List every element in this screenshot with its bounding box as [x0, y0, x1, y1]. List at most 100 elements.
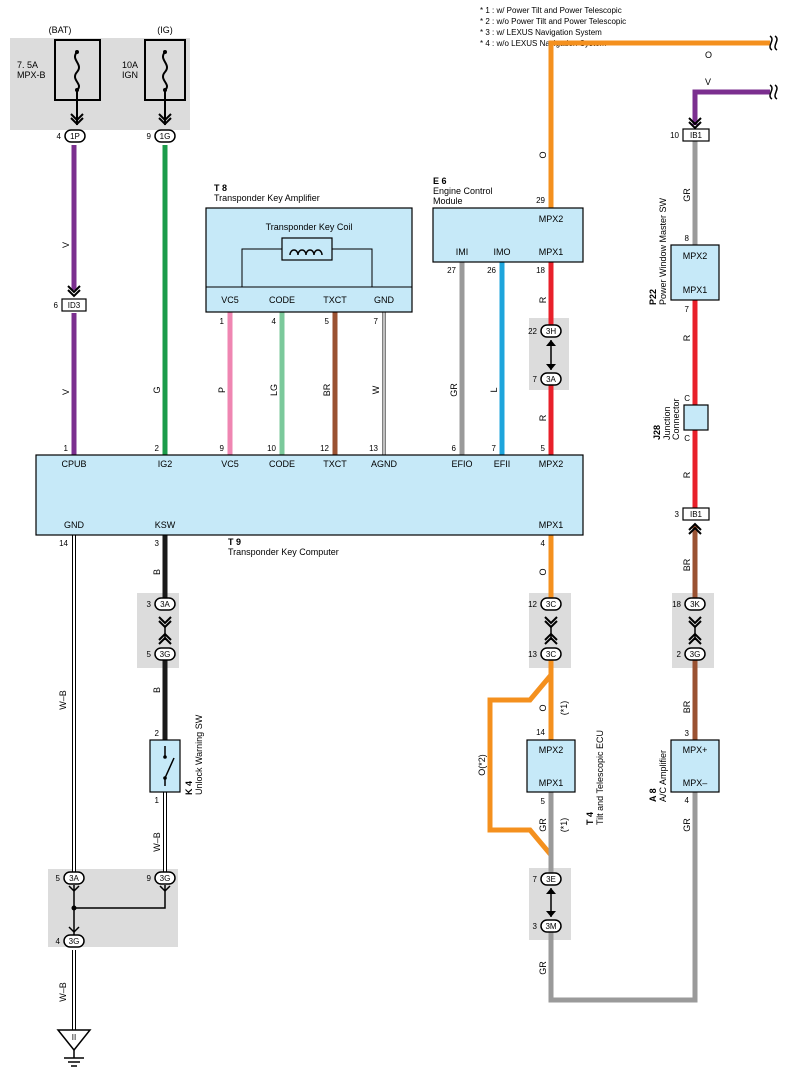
svg-text:5: 5 — [56, 874, 61, 883]
p22-mpx1: MPX1 — [683, 285, 708, 295]
svg-text:3G: 3G — [69, 937, 80, 946]
svg-text:W–B: W–B — [58, 982, 68, 1002]
e6-mpx1: MPX1 — [539, 247, 564, 257]
svg-text:4: 4 — [685, 796, 690, 805]
svg-text:1G: 1G — [160, 132, 171, 141]
svg-text:C: C — [684, 394, 690, 403]
svg-text:5: 5 — [541, 444, 546, 453]
svg-text:MPX1: MPX1 — [539, 520, 564, 530]
t4-id: T 4 — [585, 812, 595, 825]
svg-text:1: 1 — [64, 444, 69, 453]
connectors: 1P 4 1G 9 ID3 6 3H 22 3A 7 3A 3 3G 5 3C … — [54, 128, 710, 948]
e6-name2: Module — [433, 196, 463, 206]
svg-text:W–B: W–B — [58, 690, 68, 710]
svg-text:26: 26 — [487, 266, 496, 275]
svg-text:3G: 3G — [690, 650, 701, 659]
j28-box — [683, 404, 709, 431]
svg-text:3G: 3G — [160, 874, 171, 883]
t4-mpx1: MPX1 — [539, 778, 564, 788]
svg-text:(*1): (*1) — [559, 818, 569, 833]
p22-box — [670, 244, 720, 301]
svg-text:18: 18 — [672, 600, 681, 609]
svg-text:B: B — [152, 687, 162, 693]
svg-text:29: 29 — [536, 196, 545, 205]
svg-text:1: 1 — [220, 317, 225, 326]
t8-coil-label: Transponder Key Coil — [266, 222, 353, 232]
svg-text:GR: GR — [682, 188, 692, 202]
svg-text:GR: GR — [449, 383, 459, 397]
svg-text:3: 3 — [533, 922, 538, 931]
svg-text:4: 4 — [56, 937, 61, 946]
svg-text:EFIO: EFIO — [451, 459, 472, 469]
t9-bottom-pins: GND KSW MPX1 14 3 4 — [59, 520, 563, 548]
svg-text:14: 14 — [59, 539, 68, 548]
svg-text:G: G — [152, 386, 162, 393]
svg-text:EFII: EFII — [494, 459, 511, 469]
svg-text:GR: GR — [538, 961, 548, 975]
a8-minus: MPX– — [683, 778, 708, 788]
svg-text:GND: GND — [64, 520, 85, 530]
j28-name2: Connector — [671, 398, 681, 440]
svg-text:LG: LG — [269, 384, 279, 396]
svg-text:CPUB: CPUB — [61, 459, 86, 469]
t8-id: T 8 — [214, 183, 227, 193]
svg-text:BR: BR — [682, 700, 692, 713]
svg-text:ID3: ID3 — [68, 301, 81, 310]
a8-plus: MPX+ — [683, 745, 708, 755]
svg-text:3E: 3E — [546, 875, 556, 884]
svg-text:II: II — [72, 1033, 76, 1042]
t9-top-pins: CPUB IG2 VC5 CODE TXCT AGND EFIO EFII MP… — [61, 444, 563, 469]
svg-text:27: 27 — [447, 266, 456, 275]
t8-name: Transponder Key Amplifier — [214, 193, 320, 203]
svg-text:B: B — [152, 569, 162, 575]
svg-text:13: 13 — [369, 444, 378, 453]
t9-box — [35, 454, 584, 536]
e6-imo: IMO — [494, 247, 511, 257]
svg-text:3C: 3C — [546, 650, 556, 659]
svg-text:10: 10 — [267, 444, 276, 453]
svg-text:3A: 3A — [546, 375, 556, 384]
j28-name1: Junction — [662, 406, 672, 440]
t8-pin-gnd: GND — [374, 295, 395, 305]
fuse-icon — [162, 51, 168, 91]
svg-text:KSW: KSW — [155, 520, 176, 530]
wire-o-top-label: O — [705, 50, 712, 60]
svg-text:9: 9 — [147, 132, 152, 141]
svg-text:7: 7 — [374, 317, 379, 326]
svg-text:7: 7 — [685, 305, 690, 314]
svg-text:5: 5 — [325, 317, 330, 326]
svg-text:7: 7 — [492, 444, 497, 453]
svg-text:O: O — [538, 568, 548, 575]
svg-text:8: 8 — [685, 234, 690, 243]
svg-text:GR: GR — [682, 818, 692, 832]
bat-label: (BAT) — [49, 25, 72, 35]
svg-text:3A: 3A — [69, 874, 79, 883]
svg-text:3: 3 — [155, 539, 160, 548]
fuse2-name: IGN — [122, 70, 138, 80]
ground-icon: II — [56, 1029, 92, 1067]
svg-text:O: O — [538, 151, 548, 158]
note-2: * 2 : w/o Power Tilt and Power Telescopi… — [480, 17, 626, 26]
svg-text:3A: 3A — [160, 600, 170, 609]
svg-text:9: 9 — [220, 444, 225, 453]
svg-text:W: W — [371, 385, 381, 394]
svg-text:6: 6 — [54, 301, 59, 310]
svg-text:2: 2 — [155, 729, 160, 738]
svg-text:VC5: VC5 — [221, 459, 239, 469]
svg-text:2: 2 — [155, 444, 160, 453]
wires — [71, 40, 770, 1030]
svg-text:IB1: IB1 — [690, 131, 703, 140]
note-1: * 1 : w/ Power Tilt and Power Telescopic — [480, 6, 622, 15]
e6-mpx2: MPX2 — [539, 214, 564, 224]
svg-text:3M: 3M — [545, 922, 556, 931]
svg-text:BR: BR — [682, 558, 692, 571]
svg-text:W–B: W–B — [152, 832, 162, 852]
k4-id: K 4 — [184, 781, 194, 795]
note-3: * 3 : w/ LEXUS Navigation System — [480, 28, 602, 37]
svg-text:10: 10 — [670, 131, 679, 140]
svg-text:R: R — [682, 334, 692, 341]
svg-text:O(*2): O(*2) — [477, 754, 487, 776]
a8-box — [670, 739, 720, 793]
fuse-icon — [74, 51, 80, 91]
